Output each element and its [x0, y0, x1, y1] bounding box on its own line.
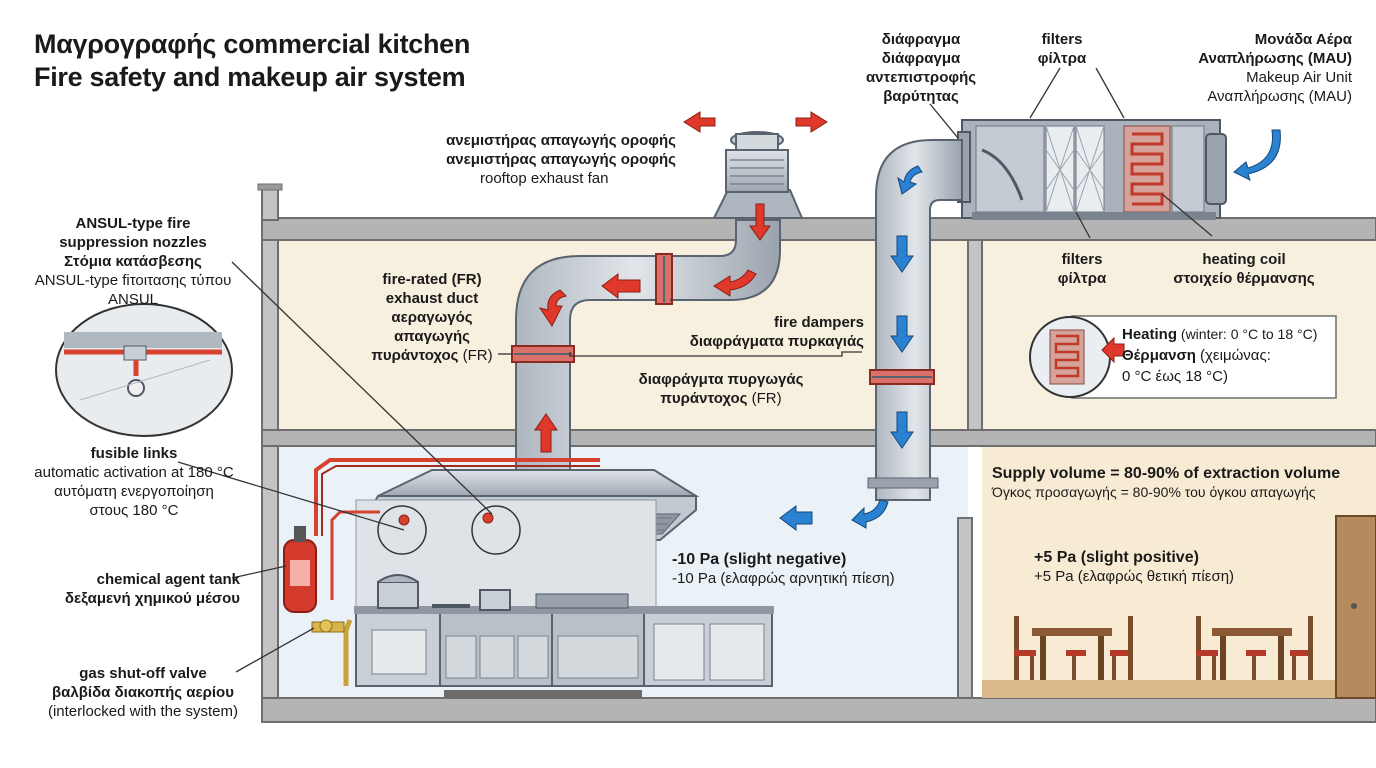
leader-lines [177, 67, 1213, 673]
floor-mat [444, 690, 642, 698]
heating-coil [1123, 125, 1171, 213]
gravity-damper-label: διάφραγμα διάφραγμα αντεπιστροφής βαρύτη… [865, 31, 977, 105]
exhaust-hood [355, 469, 700, 611]
supply-duct [867, 139, 963, 501]
title-line-2: Fire safety and makeup air system [34, 62, 466, 92]
ansul-nozzles-label: ANSUL-type fire suppression nozzles Στόμ… [34, 215, 232, 308]
fire-dampers-label: fire dampers διαφράγματα πυρκαγιάς [689, 314, 864, 350]
supply-volume-label: Supply volume = 80-90% of extraction vol… [992, 465, 1341, 500]
nozzle-left [398, 514, 410, 526]
rooftop-fan-label: ανεμιστήρας απαγωγής οροφής ανεμιστήρας … [446, 132, 676, 187]
makeup-air-unit [957, 119, 1227, 220]
partition-wall-lower [957, 517, 973, 699]
filters-bottom-label: filters φίλτρα [1057, 251, 1107, 287]
ground-slab [261, 697, 1376, 723]
cooking-line [354, 574, 774, 698]
dining-furniture [1014, 616, 1313, 680]
fr-damper-label: διαφράγμτα πυργωγάς πυράντοχος (FR) [638, 371, 804, 407]
rooftop-exhaust-fan [712, 131, 804, 219]
nozzle-right [482, 512, 494, 524]
positive-pressure-label: +5 Pa (slight positive) +5 Pa (ελαφρώς θ… [1034, 549, 1235, 585]
heating-info-label: Heating (winter: 0 °C to 18 °C) Θέρμανση… [1122, 326, 1318, 385]
pressure-pot [377, 581, 419, 609]
stock-pot [479, 589, 511, 611]
roof-slab [261, 217, 1376, 241]
supply-airflow-arrows [779, 129, 1281, 531]
filter-panel-1 [1045, 125, 1075, 213]
chemical-tank-label: chemical agent tank δεξαμενή χημικού μέσ… [64, 571, 240, 607]
gas-valve-label: gas shut-off valve βαλβίδα διακοπής αερί… [47, 665, 239, 720]
partition-wall [967, 239, 983, 431]
nozzle-detail-callout [55, 303, 233, 437]
diagram-title: Μαγρογραφής commercial kitchen Fire safe… [34, 28, 470, 94]
exhaust-airflow-arrows [534, 111, 1125, 453]
gas-shutoff-valve [311, 619, 353, 686]
title-line-1: Μαγρογραφής commercial kitchen [34, 29, 471, 59]
mau-label: Μονάδα Αέρα Αναπλήρωσης (MAU) Makeup Air… [1198, 31, 1352, 105]
heating-detail [1029, 315, 1337, 399]
fusible-links-label: fusible links automatic activation at 18… [34, 445, 234, 519]
parapet [261, 187, 279, 221]
mau-intake [1205, 133, 1227, 205]
floor-slab [261, 429, 1376, 447]
filter-panel-2 [1075, 125, 1105, 213]
chemical-tank [283, 526, 317, 613]
heating-coil-label: heating coil στοιχείο θέρμανσης [1173, 251, 1315, 287]
negative-pressure-label: -10 Pa (slight negative) -10 Pa (ελαφρώς… [672, 551, 895, 587]
fr-duct-label: fire-rated (FR) exhaust duct αεραγωγός α… [371, 271, 493, 364]
filters-top-label: filters φίλτρα [1037, 31, 1087, 67]
